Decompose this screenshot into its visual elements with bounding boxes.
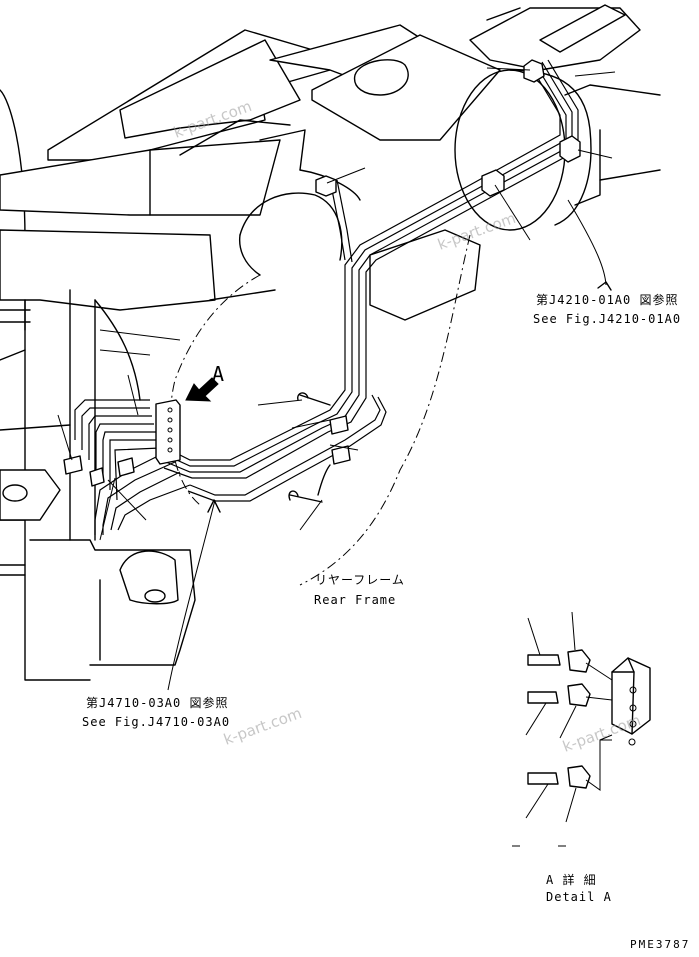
ref-bottom-jp-label: 第J4710-03A0 図参照 — [86, 695, 228, 710]
frame-outline-phantom — [299, 234, 471, 586]
upper-frame-structure — [0, 4, 661, 331]
drawing-code: PME3787 — [630, 938, 690, 951]
detail-a-jp-label: A 詳 細 — [546, 872, 597, 887]
watermark-3: k-part.com — [221, 704, 304, 749]
detail-a-en-label: Detail A — [546, 890, 612, 904]
tank-outline-phantom — [169, 274, 261, 506]
tank-cylinders — [238, 69, 601, 321]
view-marker-a: A — [212, 362, 224, 386]
leader-lines — [57, 67, 616, 691]
fittings-and-clamps — [63, 59, 581, 503]
rear-frame-en-label: Rear Frame — [314, 593, 396, 607]
ref-top-en-label: See Fig.J4210-01A0 — [533, 312, 681, 326]
ref-top-jp-label: 第J4210-01A0 図参照 — [536, 292, 678, 307]
ref-bottom-en-label: See Fig.J4710-03A0 — [82, 715, 230, 729]
rear-frame-jp-label: リヤーフレーム — [315, 573, 405, 587]
rear-frame-body — [0, 289, 276, 681]
detail-a-inset — [512, 611, 651, 847]
view-a-arrow — [185, 377, 219, 402]
